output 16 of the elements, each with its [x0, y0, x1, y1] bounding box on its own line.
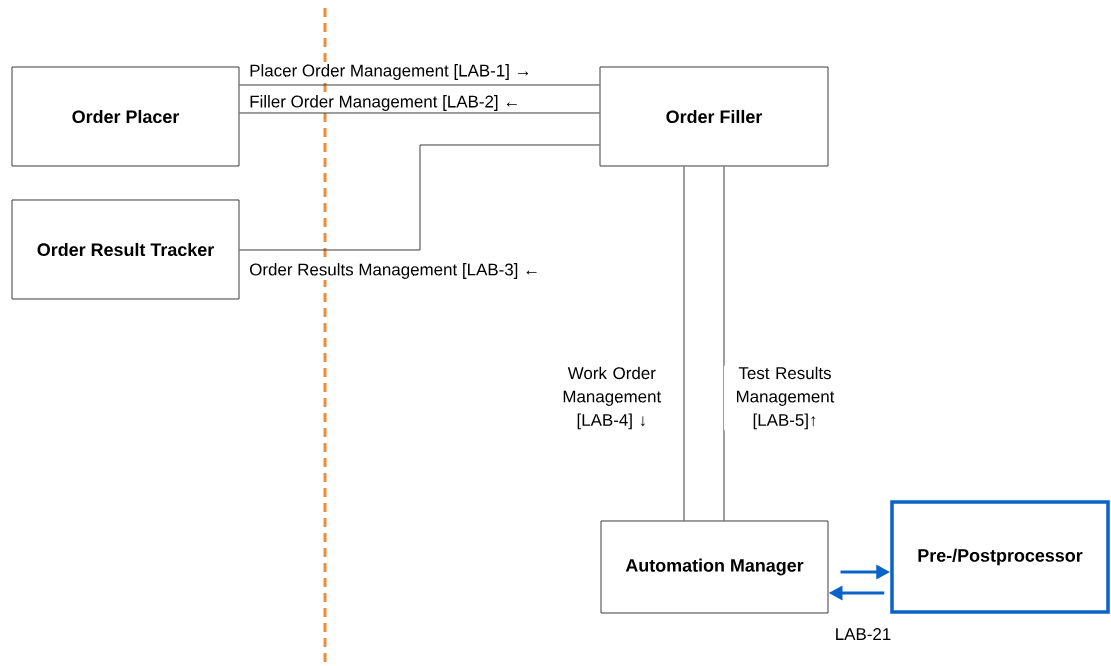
edge-label: Placer Order Management [LAB-1] →	[248, 63, 533, 81]
connector-line	[239, 112, 600, 114]
text-label: LAB-21	[836, 628, 891, 640]
edge-label: Filler Order Management [LAB-2] ←	[248, 94, 522, 112]
process-box: Automation Manager	[600, 520, 829, 614]
edge-label: Test Results Management [LAB-5]↑	[724, 365, 846, 431]
process-box: Order Placer	[11, 66, 240, 167]
connector-line	[683, 166, 685, 521]
process-box: Order Result Tracker	[11, 199, 240, 300]
process-box: Pre-/Postprocessor	[890, 500, 1110, 614]
connector-line	[723, 166, 725, 521]
edge-label: Order Results Management [LAB-3] ←	[248, 262, 542, 280]
process-box: Order Filler	[599, 66, 829, 167]
connector-line	[239, 144, 600, 251]
edge-label: Work Order Management [LAB-4] ↓	[545, 365, 678, 431]
connector-line	[239, 84, 600, 86]
